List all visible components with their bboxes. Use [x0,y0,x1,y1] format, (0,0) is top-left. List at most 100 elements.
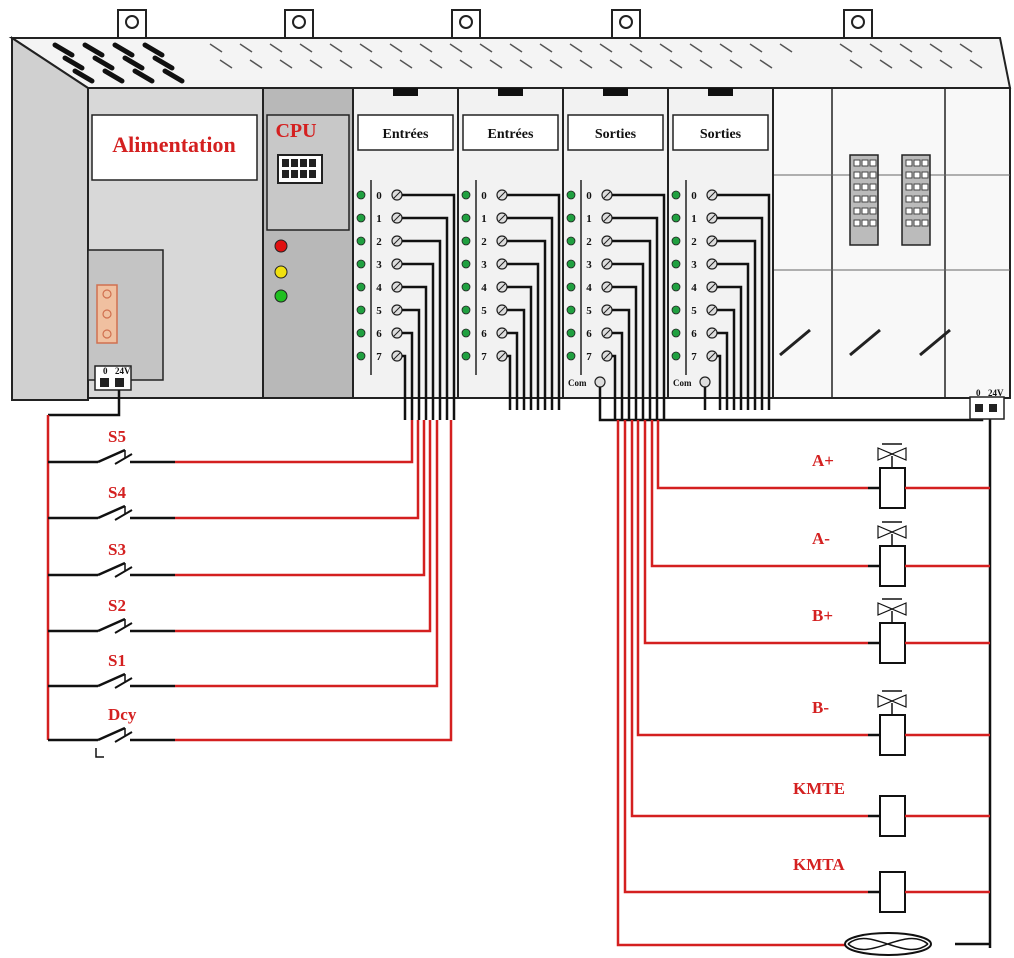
cpu-led-red [274,239,288,253]
channel-wire [402,308,421,420]
channel-wire [717,331,729,410]
channel-wire [717,285,743,410]
channel-number: 2 [586,236,592,248]
channel-wire [402,354,407,420]
channel-wire [402,239,442,420]
channel-number: 7 [376,351,382,363]
channel-number: 3 [481,259,487,271]
input-device-s4 [48,420,420,521]
channel-wire [402,193,456,420]
channel-number: 6 [691,328,697,340]
output-label-kmta: KMTA [793,855,845,874]
output-terminal-24v-label: 24V [988,388,1004,398]
output-device-kmte [630,420,990,837]
channel-wire [402,262,435,420]
channel-number: 2 [481,236,487,248]
input-device-dcy [48,420,453,743]
input-device-s1 [48,420,439,689]
channel-led [566,305,576,315]
output-device-a-minus [650,420,990,587]
channel-led [356,236,366,246]
input-label-dcy: Dcy [108,705,137,724]
output-device-kmta [623,420,990,913]
channel-led [671,351,681,361]
channel-wire [507,331,519,410]
com-terminal [594,376,606,388]
channel-number: 6 [481,328,487,340]
channel-led [566,259,576,269]
channel-led [671,305,681,315]
channel-number: 5 [481,305,487,317]
channel-led [461,213,471,223]
channel-led [356,190,366,200]
channel-led [671,328,681,338]
io-modules: Entrées01234567Entrées01234567Sorties012… [352,87,774,399]
channel-led [566,328,576,338]
channel-wire [717,216,764,410]
channel-number: 0 [586,190,592,202]
channel-wire [717,193,771,410]
cpu-label: CPU [275,120,316,142]
cpu-led-yellow [274,265,288,279]
channel-wire [507,262,540,410]
pushbutton-icon [95,748,104,758]
output-module-1-title: Sorties [595,127,637,142]
channel-led [461,259,471,269]
channel-wire [612,216,659,420]
channel-number: 2 [376,236,382,248]
input-device-s2 [48,420,432,634]
channel-led [461,305,471,315]
channel-wire [612,193,666,420]
channel-led [671,213,681,223]
power-fuses [96,284,118,344]
channel-number: 5 [691,305,697,317]
com-terminal [699,376,711,388]
channel-led [461,328,471,338]
power-module-label: Alimentation [112,132,235,157]
channel-led [671,236,681,246]
input-label-s4: S4 [108,483,126,502]
channel-led [566,351,576,361]
channel-led [566,282,576,292]
channel-number: 3 [691,259,697,271]
power-terminal-24v-label: 24V [115,366,131,376]
channel-wire [717,262,750,410]
channel-wire [612,308,631,420]
input-label-s5: S5 [108,427,126,446]
channel-number: 5 [376,305,382,317]
com-label: Com [673,378,692,388]
channel-number: 1 [586,213,592,225]
channel-wire [507,193,561,410]
channel-number: 2 [691,236,697,248]
channel-led [461,190,471,200]
channel-number: 7 [586,351,592,363]
channel-number: 0 [481,190,487,202]
input-module-1-title: Entrées [383,127,429,142]
channel-wire [402,285,428,420]
output-device-b-minus [636,420,990,756]
channel-wire [612,331,624,420]
power-terminal-0-label: 0 [103,366,108,376]
input-label-s1: S1 [108,651,126,670]
channel-wire [507,308,526,410]
output-circuit [616,412,992,956]
output-label-a-: A- [812,529,830,548]
channel-number: 4 [376,282,382,294]
channel-number: 5 [586,305,592,317]
channel-led [356,351,366,361]
com-label: Com [568,378,587,388]
channel-number: 6 [586,328,592,340]
channel-wire [402,216,449,420]
channel-wire [717,354,722,410]
channel-led [461,282,471,292]
channel-led [461,351,471,361]
input-circuit [46,415,453,758]
channel-led [566,213,576,223]
channel-number: 3 [376,259,382,271]
